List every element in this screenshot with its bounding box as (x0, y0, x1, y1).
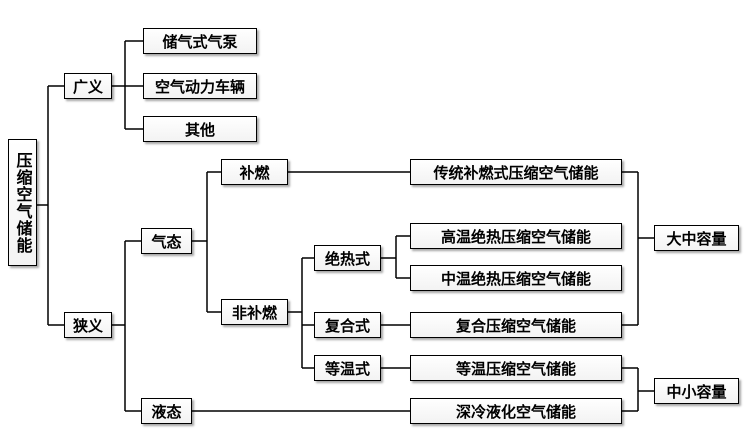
gas-pump-node: 储气式气泵 (143, 28, 257, 54)
isothermal-caes-node: 等温压缩空气储能 (410, 355, 622, 381)
mid-temp-adiabatic-caes-node: 中温绝热压缩空气储能 (410, 265, 622, 291)
adiabatic-node: 绝热式 (314, 245, 381, 271)
traditional-caes-node: 传统补燃式压缩空气储能 (410, 159, 622, 185)
non-supplementary-combustion-node: 非补燃 (221, 299, 288, 325)
broad-sense-node: 广义 (64, 73, 112, 99)
high-temp-adiabatic-caes-node: 高温绝热压缩空气储能 (410, 223, 622, 249)
supplementary-combustion-node: 补燃 (221, 159, 288, 185)
composite-node: 复合式 (314, 312, 381, 338)
small-medium-capacity-node: 中小容量 (654, 378, 739, 404)
other-node: 其他 (143, 116, 257, 142)
isothermal-node: 等温式 (314, 355, 381, 381)
cryogenic-liquid-air-node: 深冷液化空气储能 (410, 398, 622, 424)
narrow-sense-node: 狭义 (64, 312, 112, 338)
gaseous-node: 气态 (141, 228, 192, 254)
large-medium-capacity-node: 大中容量 (654, 225, 739, 251)
composite-caes-node: 复合压缩空气储能 (410, 312, 622, 338)
root-node: 压缩空气储能 (8, 139, 37, 266)
liquid-node: 液态 (141, 398, 192, 424)
air-powered-vehicle-node: 空气动力车辆 (143, 73, 257, 99)
